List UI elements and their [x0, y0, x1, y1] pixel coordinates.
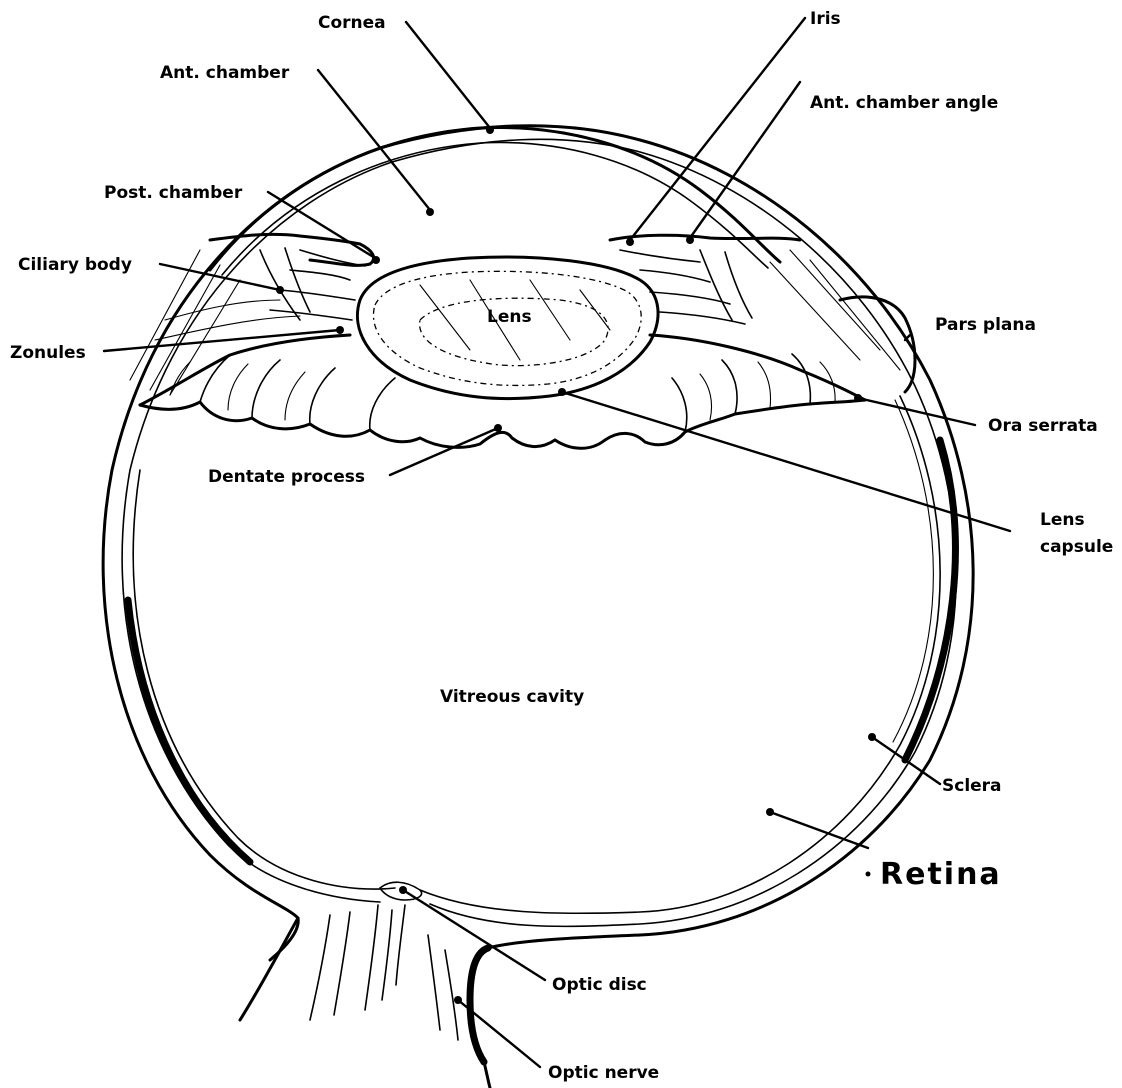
label-ora-serrata: Ora serrata: [988, 416, 1098, 436]
sclera-outline: [103, 126, 973, 1062]
label-lens-capsule-line1: Lens: [1040, 510, 1085, 530]
label-lens: Lens: [487, 307, 532, 327]
label-vitreous-cavity: Vitreous cavity: [440, 687, 584, 707]
vitreous-base-folds: [140, 335, 865, 448]
label-optic-disc: Optic disc: [552, 975, 647, 995]
label-retina: Retina: [880, 857, 1002, 892]
label-ant-chamber-angle: Ant. chamber angle: [810, 93, 998, 113]
label-pars-plana: Pars plana: [935, 315, 1036, 335]
label-optic-nerve: Optic nerve: [548, 1063, 659, 1083]
cornea-shape: [210, 128, 780, 275]
ciliary-body-left: [130, 234, 374, 395]
label-sclera: Sclera: [942, 776, 1002, 796]
label-zonules: Zonules: [10, 343, 86, 363]
lens-shape: [357, 257, 658, 399]
leader-dots: [276, 126, 876, 1004]
label-post-chamber: Post. chamber: [104, 183, 243, 203]
label-dentate-process: Dentate process: [208, 467, 365, 487]
label-cornea: Cornea: [318, 13, 386, 33]
label-lens-capsule-line2: capsule: [1040, 537, 1113, 557]
label-ant-chamber: Ant. chamber: [160, 63, 290, 83]
label-iris: Iris: [810, 9, 841, 29]
label-ciliary-body: Ciliary body: [18, 255, 132, 275]
leader-lines: [104, 18, 1010, 1067]
